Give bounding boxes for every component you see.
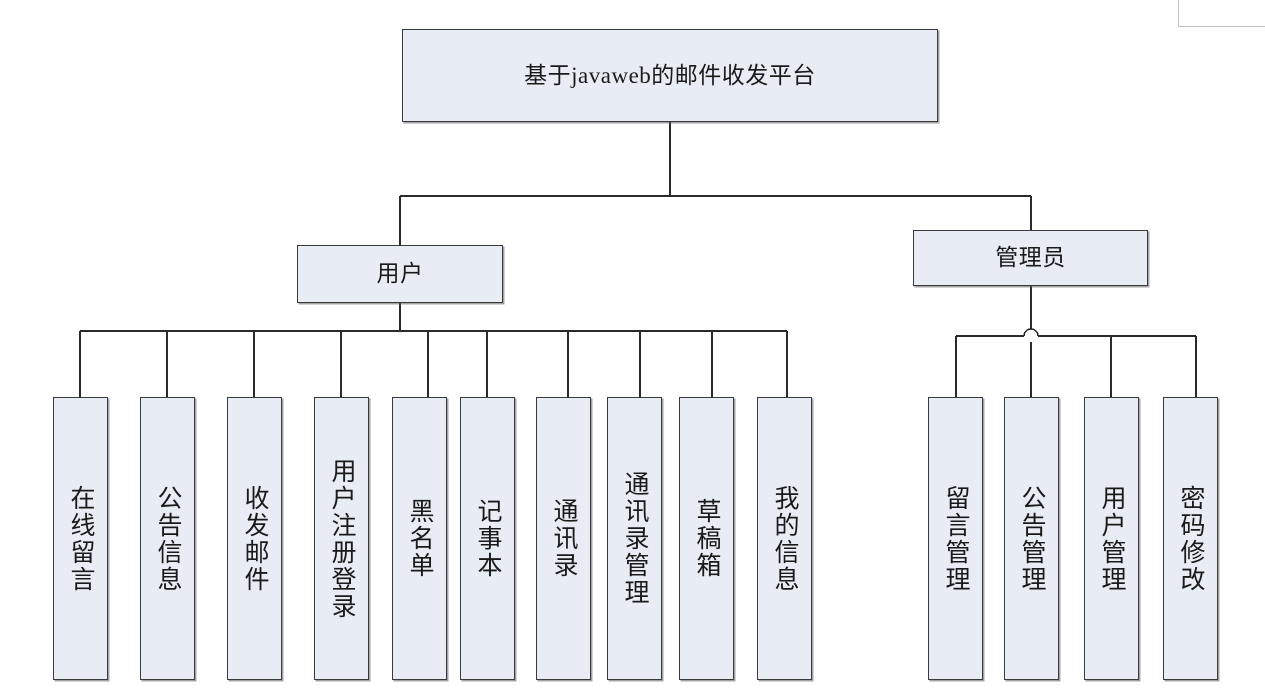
leaf-node-admin-0[interactable]: 留言管理 [928, 397, 983, 680]
leaf-node-label: 通讯录 [550, 498, 577, 579]
leaf-node-label: 在线留言 [67, 484, 94, 593]
page-corner-artifact [1178, 0, 1265, 27]
leaf-node-user-8[interactable]: 草稿箱 [679, 397, 734, 680]
leaf-node-user-1[interactable]: 公告信息 [140, 397, 195, 680]
leaf-node-user-2[interactable]: 收发邮件 [227, 397, 282, 680]
branch-node-user[interactable]: 用户 [297, 245, 503, 303]
leaf-node-label: 密码修改 [1177, 484, 1204, 593]
leaf-node-user-3[interactable]: 用户注册登录 [314, 397, 369, 680]
leaf-node-admin-1[interactable]: 公告管理 [1004, 397, 1059, 680]
leaf-node-user-9[interactable]: 我的信息 [757, 397, 812, 680]
branch-node-admin-label: 管理员 [995, 245, 1066, 271]
leaf-node-label: 留言管理 [942, 484, 969, 593]
leaf-node-user-5[interactable]: 记事本 [460, 397, 515, 680]
leaf-node-label: 公告信息 [154, 484, 181, 593]
branch-node-admin[interactable]: 管理员 [913, 230, 1148, 286]
leaf-node-label: 通讯录管理 [621, 471, 648, 606]
leaf-node-label: 用户注册登录 [328, 457, 355, 620]
leaf-node-user-4[interactable]: 黑名单 [392, 397, 447, 680]
leaf-node-label: 用户管理 [1098, 484, 1125, 593]
leaf-node-admin-2[interactable]: 用户管理 [1084, 397, 1139, 680]
leaf-node-label: 黑名单 [406, 498, 433, 579]
leaf-node-label: 公告管理 [1018, 484, 1045, 593]
leaf-node-user-7[interactable]: 通讯录管理 [607, 397, 662, 680]
leaf-node-label: 草稿箱 [693, 498, 720, 579]
leaf-node-label: 记事本 [474, 498, 501, 579]
leaf-node-label: 收发邮件 [241, 484, 268, 593]
leaf-node-label: 我的信息 [771, 484, 798, 593]
leaf-node-admin-3[interactable]: 密码修改 [1163, 397, 1218, 680]
connector-admin-line-hop [1023, 328, 1039, 337]
branch-node-user-label: 用户 [376, 261, 424, 287]
leaf-node-user-6[interactable]: 通讯录 [536, 397, 591, 680]
leaf-node-user-0[interactable]: 在线留言 [53, 397, 108, 680]
root-node-label: 基于javaweb的邮件收发平台 [524, 62, 816, 88]
root-node[interactable]: 基于javaweb的邮件收发平台 [402, 29, 938, 122]
